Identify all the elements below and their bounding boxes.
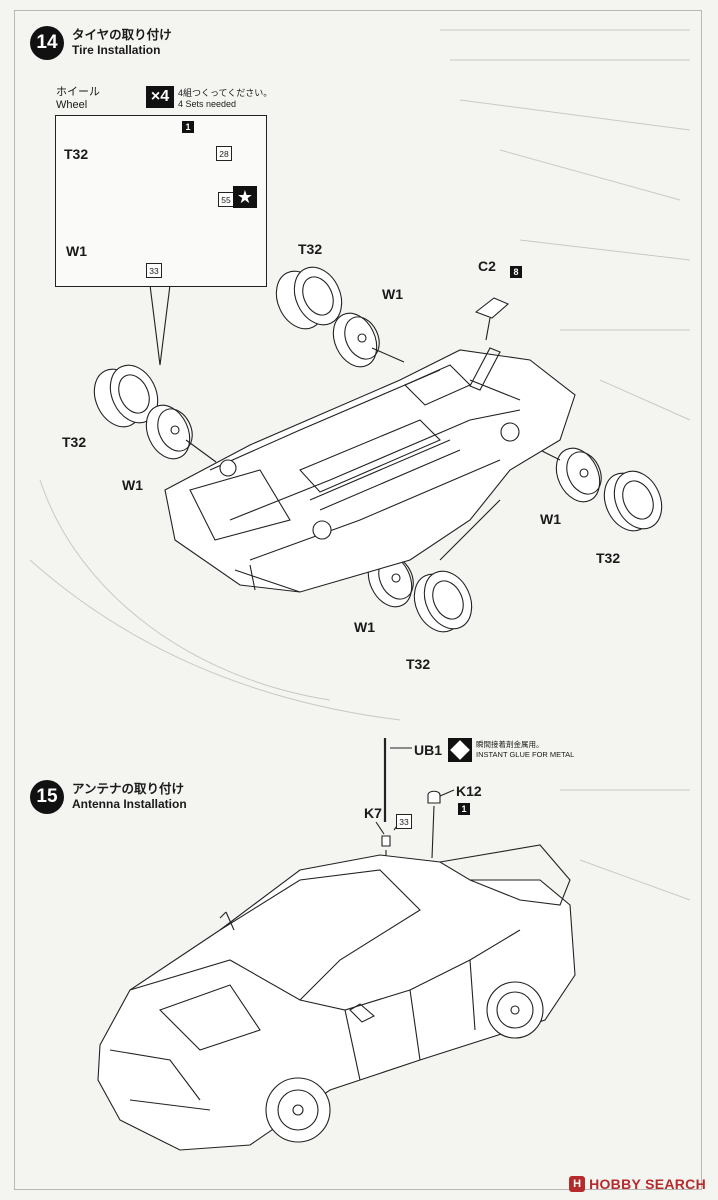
step-14-number: 14 [30,26,64,60]
watermark: H HOBBY SEARCH [569,1176,706,1192]
step-15-title-en: Antenna Installation [72,797,187,811]
step-14-title-jp: タイヤの取り付け [72,28,172,42]
step-14-title-en: Tire Installation [72,43,161,57]
part-badge-33-k7: 33 [396,814,412,829]
car-underside-drawing [164,347,576,593]
watermark-text: HOBBY SEARCH [589,1176,706,1192]
label-k7: K7 [364,805,382,821]
step-15-number: 15 [30,780,64,814]
wheel-callout-label: ホイール Wheel [56,86,100,112]
glue-note-jp: 瞬間接着剤金属用。 [476,740,544,749]
step-15-header: 15 アンテナの取り付け Antenna Installation [30,780,187,814]
tire-t32-right [603,470,663,532]
label-ub1: UB1 [414,742,443,758]
quantity-note-jp: 4組つくってください。 [178,88,273,98]
page-border [14,10,702,1190]
glue-note: 瞬間接着剤金属用。 INSTANT GLUE FOR METAL [476,740,574,760]
part-badge-33: 33 [146,263,162,278]
tire-t32-bottom [413,570,473,633]
part-badge-55: 55 [218,192,234,207]
glue-icon [448,738,472,762]
callout-tire-label: T32 [64,146,89,162]
part-badge-1-k12: 1 [458,803,470,815]
label-t32-top-left: T32 [298,241,323,257]
callout-pointer [149,284,171,366]
label-w1-top-left: W1 [382,286,403,302]
wheel-w1-top-left [332,312,380,368]
part-badge-1: 1 [182,121,194,133]
label-c2: C2 [478,258,496,274]
tire-t32-top-left [275,266,343,330]
callout-wheel-label: W1 [66,243,87,259]
hobby-search-logo-icon: H [569,1176,586,1192]
part-badge-28: 28 [216,146,232,161]
label-w1-right: W1 [540,511,561,527]
star-icon: ★ [233,186,257,208]
wheel-label-jp: ホイール [56,86,100,98]
label-w1-bottom: W1 [354,619,375,635]
part-badge-8: 8 [510,266,522,278]
part-c2-drawing [474,297,510,341]
label-t32-bottom: T32 [406,656,431,672]
wheel-label-en: Wheel [56,99,88,111]
step-14-header: 14 タイヤの取り付け Tire Installation [30,26,172,60]
label-k12: K12 [456,783,482,799]
glue-note-en: INSTANT GLUE FOR METAL [476,750,575,759]
wheel-w1-left [145,404,193,460]
background-ghost-drawing [29,29,691,901]
quantity-badge: ×4 [146,86,174,108]
label-t32-left: T32 [62,434,87,450]
quantity-note-en: 4 Sets needed [178,99,237,109]
tire-t32-left [93,364,159,428]
car-top-view-drawing [97,844,576,1151]
label-t32-right: T32 [596,550,621,566]
quantity-note: 4組つくってください。 4 Sets needed [178,88,272,110]
step-15-title-jp: アンテナの取り付け [72,782,185,796]
wheel-w1-right [555,447,602,503]
label-w1-left: W1 [122,477,143,493]
